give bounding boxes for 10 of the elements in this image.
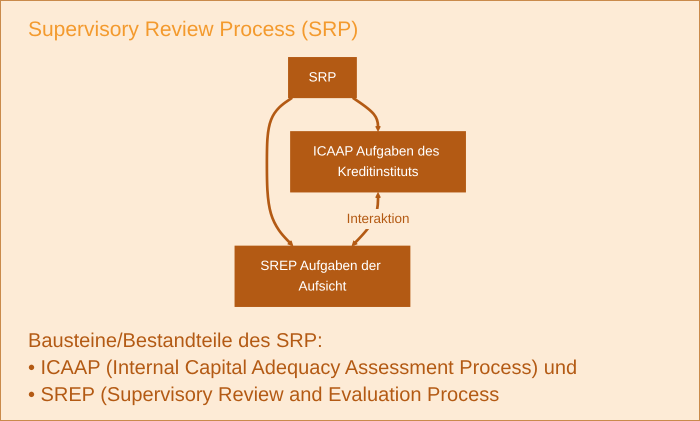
arrow [352,96,381,132]
bullet-item: • SREP (Supervisory Review and Evaluation Process [28,383,500,408]
edge-label: Interaktion [346,212,410,226]
node-box: ICAAP Aufgaben des Kreditinstituts [290,131,466,192]
node-box: SRP [288,57,357,98]
note-heading: Bausteine/Bestandteile des SRP: [28,329,324,354]
bullet-item: • ICAAP (Internal Capital Adequacy Assessment Process) und [28,356,578,381]
node-box: SREP Aufgaben der Aufsicht [234,246,410,307]
title: Supervisory Review Process (SRP) [28,18,358,42]
arrow [265,96,294,246]
